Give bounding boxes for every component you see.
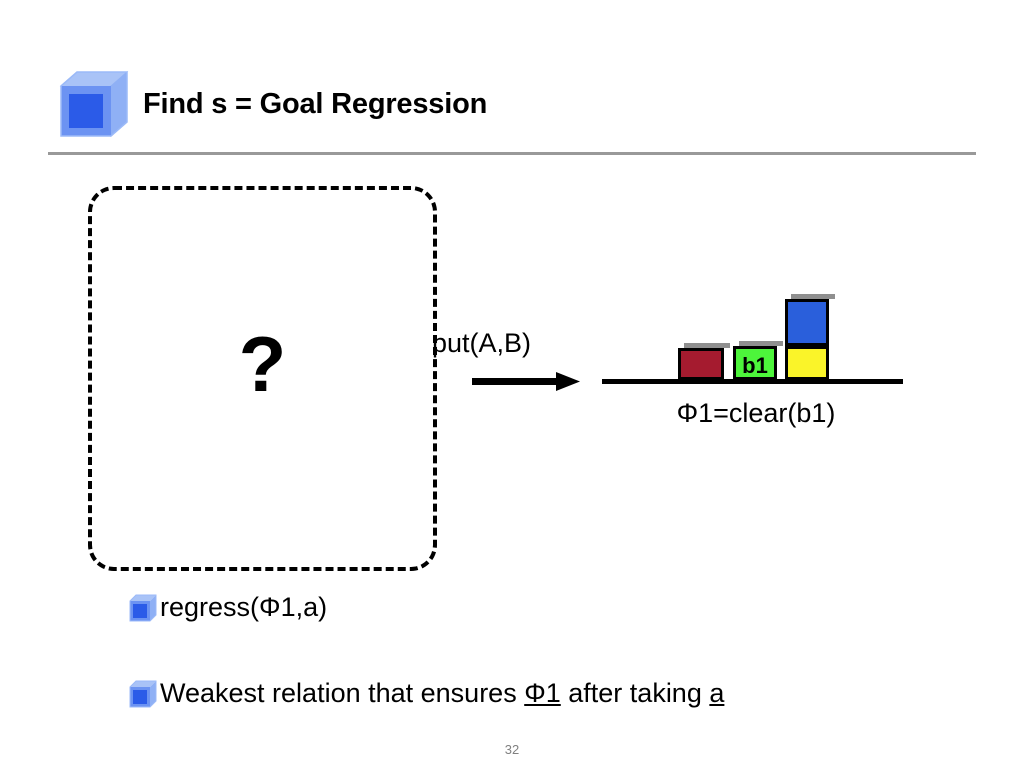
weakest-part-phi1: Φ1 (524, 678, 561, 708)
unknown-state-placeholder: ? (238, 320, 287, 408)
block-b1-label: b1 (742, 353, 768, 378)
blue-block-shadow (791, 294, 835, 299)
block-blue (785, 299, 829, 346)
bullet-label-weakest-relation: Weakest relation that ensures Φ1 after t… (160, 678, 724, 709)
blue-cube-icon (55, 66, 133, 144)
block-red (678, 348, 724, 380)
page-title: Find s = Goal Regression (143, 88, 488, 120)
right-arrow-icon (472, 370, 580, 394)
blue-cube-icon (128, 593, 158, 623)
red-block-shadow (684, 343, 730, 348)
page-number: 32 (504, 742, 520, 757)
title-divider (48, 152, 976, 155)
block-yellow (785, 346, 829, 380)
table-surface-line (602, 379, 903, 384)
weakest-part-0: Weakest relation that ensures (160, 678, 525, 708)
action-label: put(A,B) (432, 328, 532, 358)
green-block-shadow (739, 341, 783, 346)
blue-cube-icon (128, 679, 158, 709)
block-b1: b1 (733, 346, 777, 380)
bullet-item-weakest-relation: Weakest relation that ensures Φ1 after t… (128, 678, 724, 709)
unknown-state-box (88, 186, 437, 571)
bullet-label-regress: regress(Φ1,a) (160, 592, 328, 622)
weakest-part-2: after taking (560, 678, 710, 708)
bullet-item-regress: regress(Φ1,a) (128, 592, 327, 623)
blocks-world-scene: b1 (596, 280, 916, 395)
weakest-part-a: a (709, 678, 725, 708)
goal-condition-label: Φ1=clear(b1) (676, 398, 836, 428)
